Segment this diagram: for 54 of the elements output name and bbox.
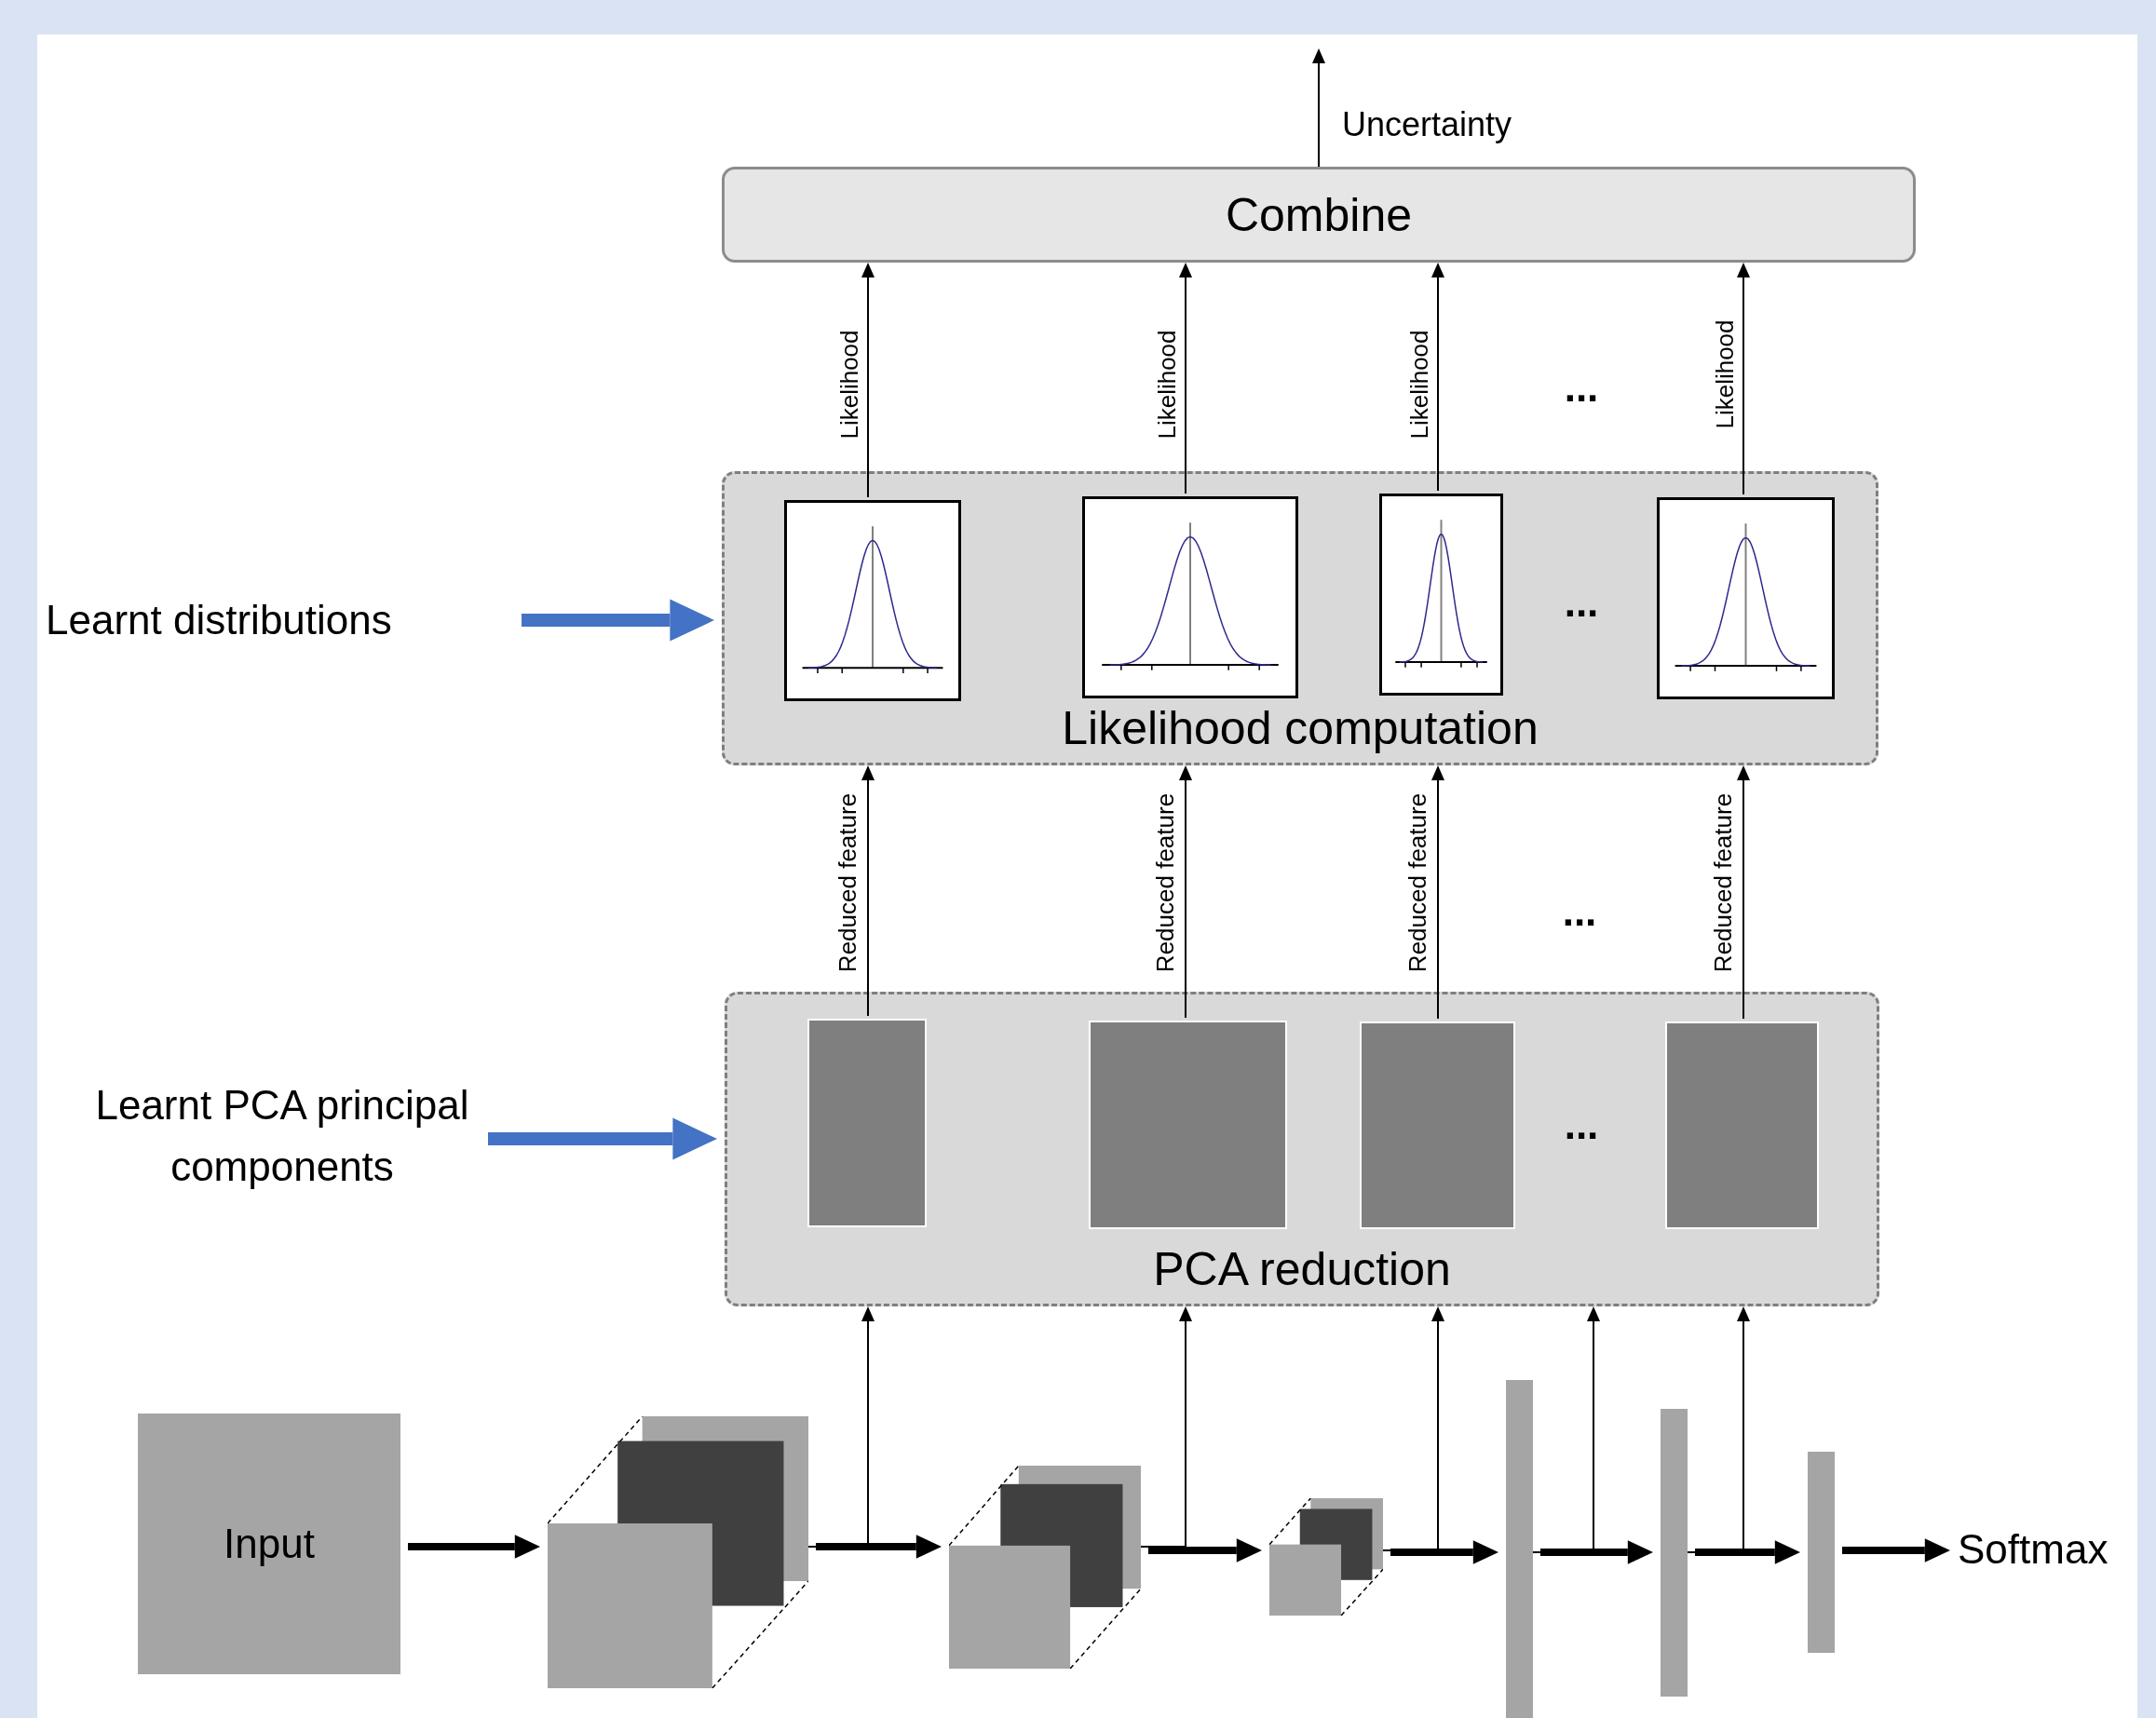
arrow (522, 599, 714, 642)
annotation-text: Softmax (1958, 1520, 2135, 1579)
box-label: Input (224, 1523, 315, 1564)
edge-label: Likelihood (1155, 330, 1179, 440)
group-panel (725, 992, 1879, 1306)
arrow (861, 263, 875, 498)
arrow (1312, 48, 1325, 168)
annotation-text: Learnt PCA principal components (84, 1080, 481, 1192)
box-title: Combine (1225, 191, 1413, 238)
edge-label: Reduced feature (1711, 792, 1735, 973)
arrow (1140, 1306, 1192, 1548)
arrow (1687, 1306, 1750, 1553)
component-block (1665, 1021, 1819, 1229)
distribution-plot (1379, 494, 1503, 696)
distribution-plot (784, 500, 961, 701)
edge-label: Likelihood (837, 330, 861, 440)
arrow (1179, 263, 1192, 494)
edge-label: Uncertainty (1341, 108, 1512, 142)
process-box (722, 167, 1916, 263)
arrow (488, 1117, 717, 1160)
edge-label: Likelihood (1713, 319, 1737, 429)
group-panel (722, 471, 1878, 765)
layer-bar (1661, 1409, 1688, 1697)
ellipsis-label: ... (1562, 891, 1597, 932)
arrow (1382, 1306, 1444, 1551)
group-title: PCA reduction (1153, 1241, 1451, 1297)
feature-map-stack-drawing (548, 1416, 808, 1688)
annotation-text: Learnt distributions (46, 592, 514, 648)
arrow (1431, 765, 1444, 1020)
arrow (1532, 1306, 1600, 1553)
edge-label: Reduced feature (1153, 792, 1177, 973)
input-box (138, 1414, 400, 1674)
edge-label: Reduced feature (835, 792, 860, 973)
arrow (807, 1306, 875, 1548)
edge-label: Likelihood (1407, 330, 1431, 440)
layer-bar (1808, 1452, 1835, 1653)
arrow (861, 765, 875, 1017)
ellipsis-label: ... (1564, 367, 1599, 408)
feature-map-stack-drawing (949, 1466, 1141, 1669)
edge-label: Reduced feature (1405, 792, 1430, 973)
distribution-plot (1657, 497, 1835, 699)
component-block (1089, 1021, 1287, 1229)
ellipsis-label: ... (1564, 582, 1599, 623)
arrow (1179, 765, 1192, 1019)
component-block (1360, 1021, 1515, 1229)
arrow (1737, 765, 1750, 1020)
distribution-plot (1082, 496, 1298, 698)
group-title: Likelihood computation (1062, 700, 1539, 756)
layer-bar (1506, 1380, 1533, 1718)
feature-map-stack-drawing (1269, 1498, 1383, 1616)
arrow (1431, 263, 1444, 492)
arrow (1737, 263, 1750, 495)
component-block (807, 1019, 927, 1227)
ellipsis-label: ... (1564, 1104, 1599, 1145)
